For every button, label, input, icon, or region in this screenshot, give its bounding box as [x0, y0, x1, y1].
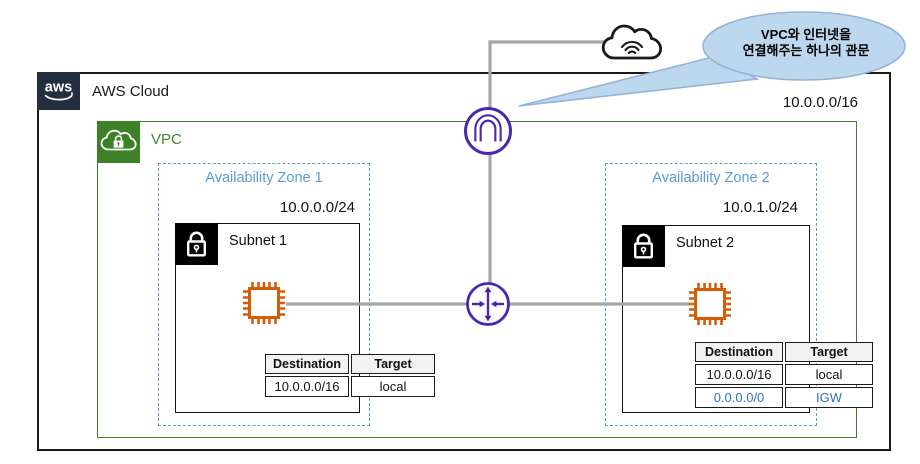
route-table-header-row: Destination Target	[265, 354, 435, 374]
route-table-subnet-2: Destination Target 10.0.0.0/16 local 0.0…	[693, 340, 875, 410]
route-target: local	[351, 376, 435, 397]
availability-zone-2-box	[605, 163, 817, 426]
route-target: local	[785, 364, 873, 385]
availability-zone-1-box	[158, 163, 370, 426]
subnet-2-cidr-label: 10.0.1.0/24	[722, 199, 798, 216]
subnet-1-label: Subnet 1	[229, 233, 288, 249]
vpc-cidr-label: 10.0.0.0/16	[782, 94, 858, 111]
ec2-instance-icon	[243, 282, 285, 324]
ec2-instance-icon	[689, 283, 731, 325]
route-target: IGW	[785, 387, 873, 408]
vpc-label: VPC	[151, 131, 182, 148]
callout-line-2: 연결해주는 하나의 관문	[742, 43, 870, 58]
internet-cloud-icon	[601, 24, 662, 60]
private-subnet-lock-icon	[622, 225, 665, 267]
subnet-2-box	[622, 225, 810, 413]
callout-line-1: VPC와 인터넷을	[760, 27, 852, 42]
destination-header: Destination	[695, 342, 783, 362]
aws-cloud-container	[37, 72, 891, 451]
target-header: Target	[785, 342, 873, 362]
route-table-subnet-1: Destination Target 10.0.0.0/16 local	[263, 352, 437, 399]
route-destination: 10.0.0.0/16	[265, 376, 349, 397]
internet-gateway-icon	[464, 107, 512, 155]
route-row-local: 10.0.0.0/16 local	[265, 376, 435, 397]
subnet-1-box	[175, 223, 360, 413]
svg-text:aws: aws	[45, 80, 72, 96]
availability-zone-2-label: Availability Zone 2	[652, 170, 770, 186]
subnet-1-cidr-label: 10.0.0.0/24	[279, 199, 355, 216]
callout-annotation: VPC와 인터넷을 연결해주는 하나의 관문	[706, 27, 906, 59]
route-row-local: 10.0.0.0/16 local	[695, 364, 873, 385]
route-destination: 10.0.0.0/16	[695, 364, 783, 385]
route-destination: 0.0.0.0/0	[695, 387, 783, 408]
availability-zone-1-label: Availability Zone 1	[205, 170, 323, 186]
route-table-header-row: Destination Target	[695, 342, 873, 362]
aws-cloud-label: AWS Cloud	[92, 83, 169, 100]
subnet-2-label: Subnet 2	[676, 235, 735, 251]
vpc-icon	[97, 121, 140, 163]
destination-header: Destination	[265, 354, 349, 374]
aws-logo-icon: aws	[37, 72, 80, 110]
private-subnet-lock-icon	[175, 223, 218, 265]
vpc-router-icon	[466, 282, 510, 326]
target-header: Target	[351, 354, 435, 374]
route-row-igw: 0.0.0.0/0 IGW	[695, 387, 873, 408]
